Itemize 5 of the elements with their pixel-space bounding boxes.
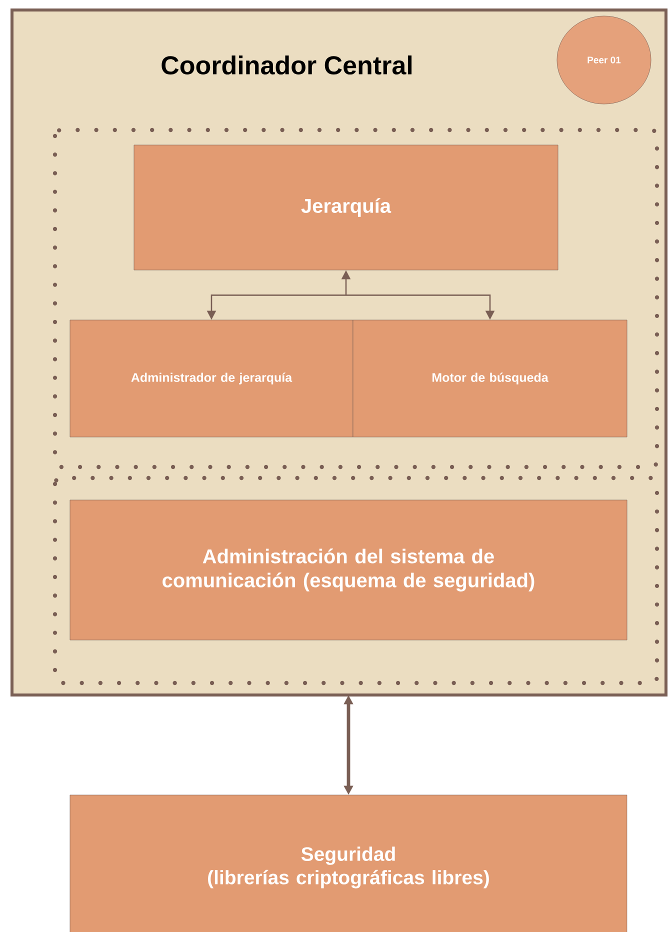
process-box: Administración del sistema de comunicación (esquema de seguridad) (70, 500, 628, 640)
process-box: Seguridad (librerías criptográficas libres) (70, 794, 628, 932)
process-box: Jerarquía (134, 144, 558, 270)
process-box: Motor de búsqueda (352, 320, 628, 438)
process-box: Administrador de jerarquía (70, 320, 354, 438)
